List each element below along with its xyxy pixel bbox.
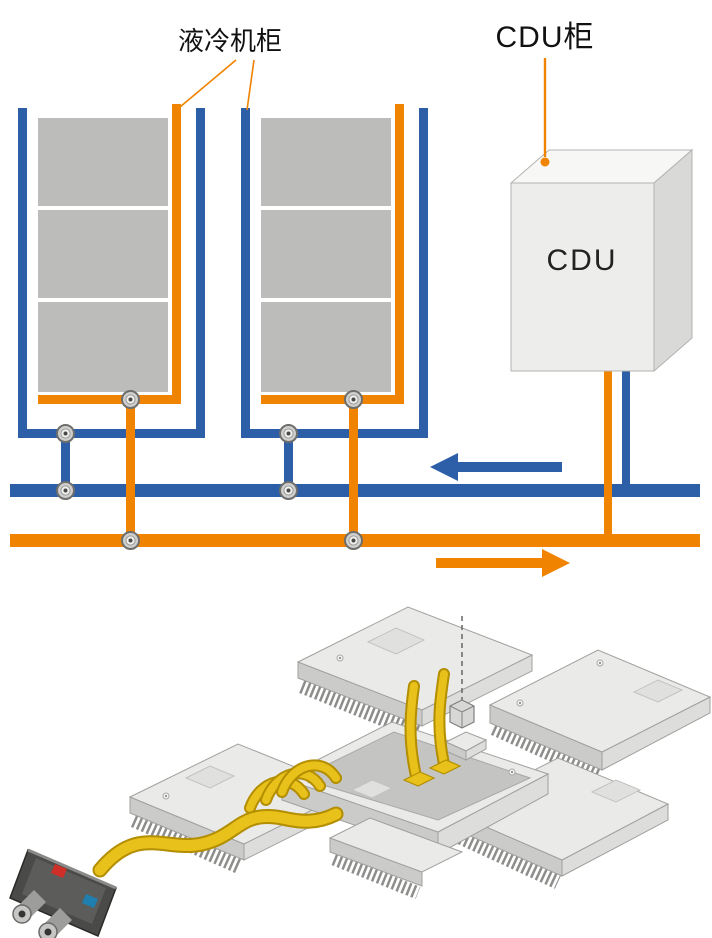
server-assembly-illustration bbox=[9, 606, 712, 938]
port-bore bbox=[18, 910, 26, 918]
insertion-indicator bbox=[449, 616, 475, 729]
liquid-cooling-cabinet-2 bbox=[241, 104, 428, 547]
cabinet-leader-line-1 bbox=[179, 59, 237, 108]
cdu-hot-riser-pipe bbox=[604, 365, 612, 547]
coolant-hose bbox=[278, 761, 340, 796]
server-unit bbox=[261, 210, 391, 298]
tray-inner-block bbox=[444, 731, 488, 761]
valves bbox=[56, 390, 363, 550]
cabinet-callout: 液冷机柜 bbox=[178, 26, 282, 111]
module-vent bbox=[366, 627, 426, 655]
piping-schematic: CDU 液冷机柜 CDU柜 bbox=[10, 21, 700, 577]
cold-flow-arrow-left bbox=[430, 453, 562, 481]
hose-fitting bbox=[402, 771, 436, 787]
cabinet2-cold-drop-pipe bbox=[284, 438, 293, 497]
cdu-pointer-dot bbox=[540, 157, 550, 167]
module-top-face bbox=[488, 649, 712, 753]
cabinet1-hot-drop-pipe bbox=[126, 404, 135, 547]
insert-plug-edge bbox=[449, 705, 475, 728]
cabinet1-cold-drop-pipe bbox=[61, 438, 70, 497]
module-top-face bbox=[296, 606, 534, 711]
hose-fitting bbox=[428, 759, 462, 775]
module-fins bbox=[130, 813, 244, 874]
block-side bbox=[465, 739, 487, 761]
main-coolant-cable bbox=[92, 806, 344, 878]
cabinet1-cold-pipe-right bbox=[196, 108, 205, 438]
cdu-cabinet-label: CDU柜 bbox=[496, 21, 595, 54]
valve-icon bbox=[56, 424, 75, 443]
screw-icon bbox=[336, 654, 344, 662]
connector-face bbox=[22, 858, 106, 924]
server-module-top-right bbox=[488, 649, 712, 782]
cabinet1-cold-pipe-left bbox=[18, 108, 27, 438]
cabinet1-hot-pipe-right bbox=[172, 104, 181, 404]
coolant-hose bbox=[406, 682, 420, 780]
cdu-side-face bbox=[653, 148, 693, 373]
server-unit bbox=[38, 210, 168, 298]
connector-top-edge bbox=[27, 848, 117, 890]
cabinet1-server-units bbox=[38, 118, 168, 392]
coolant-hoses-left bbox=[244, 759, 342, 814]
valve-icon bbox=[279, 424, 298, 443]
liquid-cooling-cabinet-1 bbox=[18, 104, 205, 547]
cdu-riser-pipes bbox=[604, 365, 630, 547]
cabinet2-cold-pipe-bottom bbox=[241, 429, 428, 438]
cabinet2-hot-drop-pipe bbox=[349, 404, 358, 547]
cdu-unit-box: CDU bbox=[509, 148, 694, 373]
connector-port-1 bbox=[12, 889, 47, 924]
server-unit bbox=[261, 302, 391, 392]
server-module-bottom-center bbox=[328, 817, 464, 900]
coolant-hose bbox=[435, 670, 448, 768]
module-fins bbox=[331, 852, 421, 900]
connector-blue-mark bbox=[82, 894, 98, 908]
module-vent bbox=[632, 679, 684, 703]
module-top-face bbox=[328, 817, 464, 873]
cdu-front-face bbox=[510, 182, 655, 372]
cdu-cold-riser-pipe bbox=[622, 365, 630, 497]
server-unit bbox=[38, 118, 168, 206]
cabinet2-cold-pipe-left bbox=[241, 108, 250, 438]
screw-icon bbox=[508, 768, 516, 776]
coolant-cable bbox=[94, 808, 342, 876]
server-unit bbox=[38, 302, 168, 392]
hot-flow-arrow-right bbox=[436, 549, 570, 577]
cdu-box-label: CDU bbox=[547, 244, 618, 277]
cabinet1-cold-pipe-bottom bbox=[18, 429, 205, 438]
valve-icon bbox=[121, 531, 140, 550]
screw-icon bbox=[162, 792, 170, 800]
cabinet-label: 液冷机柜 bbox=[178, 26, 282, 56]
screw-icon bbox=[516, 699, 524, 707]
connector-port-2 bbox=[38, 907, 73, 938]
cdu-callout: CDU柜 bbox=[496, 21, 595, 167]
valve-icon bbox=[344, 531, 363, 550]
cabinet1-hot-pipe-bottom bbox=[38, 395, 181, 404]
cabinet2-hot-pipe-bottom bbox=[261, 395, 404, 404]
cabinet-leader-line-2 bbox=[246, 59, 255, 111]
module-vent bbox=[590, 779, 642, 803]
module-vent bbox=[184, 765, 236, 789]
tray-small-block bbox=[350, 779, 394, 799]
screw-icon bbox=[596, 659, 604, 667]
valve-icon bbox=[56, 481, 75, 500]
valve-icon bbox=[279, 481, 298, 500]
server-unit bbox=[261, 118, 391, 206]
coolant-hoses-top bbox=[404, 668, 450, 782]
connector-red-mark bbox=[51, 864, 67, 878]
port-bore bbox=[44, 928, 52, 936]
valve-icon bbox=[344, 390, 363, 409]
cabinet2-server-units bbox=[261, 118, 391, 392]
valve-icon bbox=[121, 390, 140, 409]
cabinet2-hot-pipe-right bbox=[395, 104, 404, 404]
quick-connector-assembly bbox=[9, 848, 117, 938]
cabinet2-cold-pipe-right bbox=[419, 108, 428, 438]
